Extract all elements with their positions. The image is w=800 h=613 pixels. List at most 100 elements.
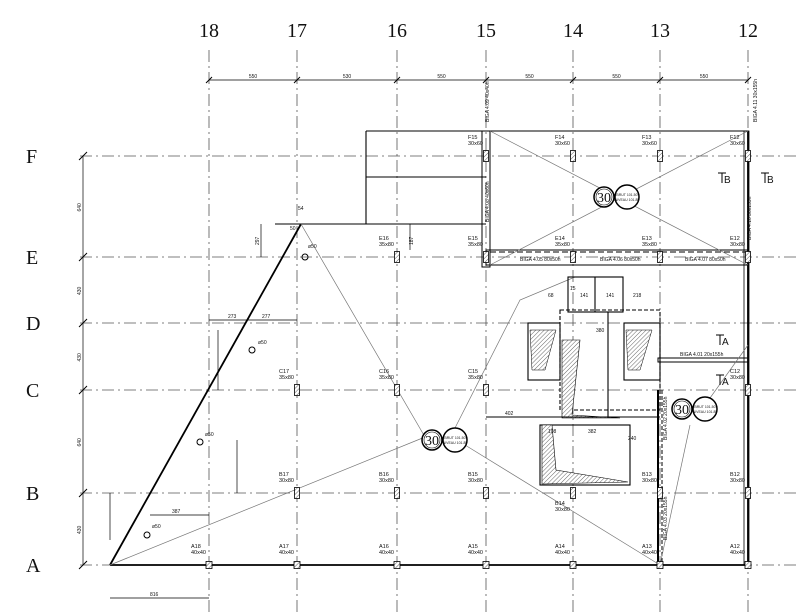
top-dimension: 530 <box>343 74 352 80</box>
dimension-value: 50 <box>290 226 296 232</box>
column-size: 40x40 <box>642 550 657 556</box>
column-label: E12 <box>730 236 740 242</box>
axis-label-A: A <box>26 555 41 577</box>
section-mark-label: A <box>722 377 729 388</box>
beam-label-b401: BIGA 4.01 20x155h <box>680 352 724 358</box>
column-label: B13 <box>642 472 652 478</box>
slab-span-lines <box>109 223 661 566</box>
column-size: 40x40 <box>555 550 570 556</box>
axis-label-14: 14 <box>563 20 583 42</box>
column-A15 <box>482 561 490 569</box>
dimension-value: 218 <box>633 293 642 299</box>
dimension-value: 380 <box>596 328 605 334</box>
column-size: 30x80 <box>730 478 745 484</box>
column-B15 <box>483 487 489 499</box>
column-size: 40x40 <box>730 550 745 556</box>
column-size: 35x80 <box>468 242 483 248</box>
column-size: 30x60 <box>642 141 657 147</box>
axis-label-17: 17 <box>287 20 307 42</box>
column-size: 30x80 <box>555 507 570 513</box>
column-size: 30x60 <box>730 141 745 147</box>
beam-label-b402: BIGA 4.02 20x155h <box>663 396 669 440</box>
column-size: 30x80 <box>468 478 483 484</box>
beam-label-b411: BIGA 4.11 30x155h <box>753 79 759 122</box>
beam-4-08 <box>481 130 491 268</box>
column-label: E13 <box>642 236 652 242</box>
slab-thickness: 30 <box>675 403 689 418</box>
slab-span-right <box>659 344 749 566</box>
left-dimension: 640 <box>77 438 83 447</box>
column-A12 <box>744 561 752 569</box>
beam-label-b410: BIGA 4.10 30x155h <box>747 196 753 240</box>
column-label: B16 <box>379 472 389 478</box>
column-size: 35x80 <box>379 375 394 381</box>
column-size: 40x40 <box>379 550 394 556</box>
column-F14 <box>570 150 576 162</box>
section-mark-label: A <box>722 337 729 348</box>
column-E12 <box>745 251 751 263</box>
column-E13 <box>657 251 663 263</box>
column-A17 <box>293 561 301 569</box>
dimension-value: 402 <box>505 411 514 417</box>
dimension-value: 108 <box>548 429 557 435</box>
column-B14 <box>570 487 576 499</box>
slab-level: NIVEAU 101.85 <box>693 410 718 414</box>
axis-label-D: D <box>26 313 40 335</box>
axis-label-16: 16 <box>387 20 407 42</box>
slab-level: BRUT 101.50 <box>616 193 637 197</box>
axis-label-13: 13 <box>650 20 670 42</box>
column-size: 30x80 <box>730 242 745 248</box>
left-dimension: 640 <box>77 203 83 212</box>
column-size: 35x80 <box>555 242 570 248</box>
beam-label-b409: BIGA 4.09 40x40h <box>485 81 491 122</box>
beam-4-01 <box>657 357 749 363</box>
building-outline <box>110 130 749 566</box>
column-size: 35x80 <box>468 375 483 381</box>
dimension-value: 187 <box>409 236 415 245</box>
column-label: B14 <box>555 501 565 507</box>
column-label: A17 <box>279 544 289 550</box>
pile-diameter: ø50 <box>152 524 161 530</box>
beam-label-b405: BIGA 4.05 80x50h <box>520 257 561 263</box>
column-label: F15 <box>468 135 477 141</box>
column-A14 <box>569 561 577 569</box>
column-size: 40x40 <box>191 550 206 556</box>
column-size: 30x60 <box>468 141 483 147</box>
column-label: A13 <box>642 544 652 550</box>
column-C16 <box>394 384 400 396</box>
column-C12 <box>745 384 751 396</box>
beam-label-b408: BIGA 4.08 40x60h <box>485 181 491 222</box>
axis-label-F: F <box>26 146 37 168</box>
column-label: B15 <box>468 472 478 478</box>
beam-label-b407: BIGA 4.07 80x50h <box>685 257 726 263</box>
column-label: A16 <box>379 544 389 550</box>
pile-icon <box>248 346 256 354</box>
column-label: C17 <box>279 369 289 375</box>
pile-diameter: ø50 <box>258 340 267 346</box>
diagonal-facade <box>109 223 302 566</box>
column-label: E15 <box>468 236 478 242</box>
pile-diameter: ø50 <box>205 432 214 438</box>
columns <box>143 150 752 569</box>
column-label: C16 <box>379 369 389 375</box>
column-label: F13 <box>642 135 651 141</box>
dimension-value: 54 <box>298 206 304 212</box>
pile-icon <box>143 531 151 539</box>
column-A16 <box>393 561 401 569</box>
slab-level: BRUT 101.50 <box>444 436 465 440</box>
column-label: E16 <box>379 236 389 242</box>
column-label: A18 <box>191 544 201 550</box>
axis-label-E: E <box>26 247 38 269</box>
column-C17 <box>294 384 300 396</box>
stair-core <box>486 276 661 486</box>
column-A13 <box>656 561 664 569</box>
column-A18 <box>205 561 213 569</box>
top-dimension: 550 <box>525 74 534 80</box>
column-C15 <box>483 384 489 396</box>
axis-label-18: 18 <box>199 20 219 42</box>
axis-label-B: B <box>26 483 39 505</box>
slab-level: NIVEAU 101.85 <box>443 441 468 445</box>
